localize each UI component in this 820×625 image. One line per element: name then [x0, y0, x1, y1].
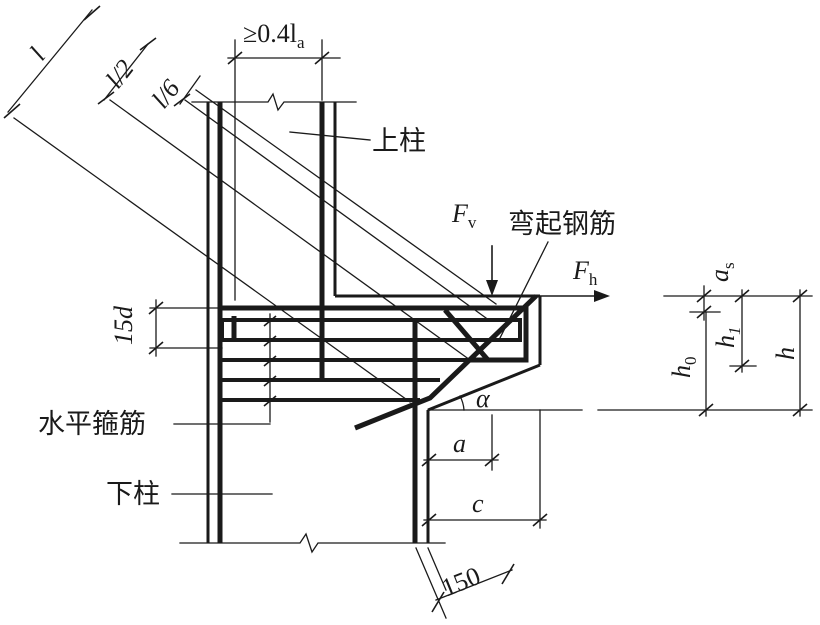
force-horizontal: Fh — [539, 256, 610, 302]
force-vertical-arrow — [486, 280, 498, 296]
dim-c-label: c — [472, 489, 484, 518]
dim-a-label: a — [453, 429, 466, 458]
anchorage-length-label: ≥0.4la — [243, 19, 305, 52]
dim-l-half-label: l/2 — [100, 54, 140, 93]
dim-c: c — [421, 409, 548, 529]
force-horizontal-label: Fh — [572, 256, 598, 289]
dim-heights: as h0 h1 h — [597, 262, 813, 417]
corbel-main-bar — [222, 305, 529, 363]
dim-15d: 15d — [109, 299, 223, 357]
horizontal-stirrup-label: 水平箍筋 — [38, 409, 146, 440]
bent-up-bar-lower — [354, 294, 538, 431]
dim-l-label: l — [24, 42, 51, 66]
bent-up-bar-upper — [443, 308, 490, 362]
force-vertical-label: Fv — [451, 199, 477, 232]
dim-h1-label: h1 — [711, 327, 744, 349]
dim-l-set: l l/2 l/6 — [3, 5, 201, 119]
column-longitudinal-bars — [217, 102, 418, 543]
dim-h0-label: h0 — [667, 357, 700, 379]
dim-a: a — [421, 414, 500, 471]
angle-alpha-label: α — [476, 384, 491, 413]
bent-bar-leader — [499, 241, 549, 339]
dim-l-line — [7, 9, 93, 113]
bent-bar-label: 弯起钢筋 — [508, 209, 616, 240]
dim-stirrup-spacing — [263, 313, 277, 423]
dim-h-label: h — [771, 347, 800, 360]
upper-column-leader — [289, 131, 371, 141]
lower-column-label: 下柱 — [106, 479, 160, 510]
dim-l-half-line — [103, 43, 149, 101]
lower-break-line — [179, 532, 446, 554]
corbel-sloped-face — [427, 363, 541, 412]
dim-150: 150 — [415, 547, 515, 619]
dim-as-label: as — [705, 262, 738, 282]
upper-column-label: 上柱 — [372, 126, 426, 157]
force-vertical: Fv — [451, 199, 498, 296]
column-outline — [179, 92, 542, 554]
inclined-line-l — [13, 117, 411, 403]
stirrup-1 — [220, 318, 522, 342]
angle-arc — [459, 395, 465, 411]
dim-15d-label: 15d — [109, 305, 138, 345]
dim-anchorage: ≥0.4la — [227, 19, 341, 301]
inclined-line-top — [195, 89, 497, 305]
horizontal-stirrups — [220, 318, 522, 402]
force-horizontal-arrow — [594, 290, 610, 302]
dim-l-sixth-label: l/6 — [146, 74, 186, 113]
upper-break-line — [191, 92, 357, 112]
inclined-line-l-half — [109, 99, 471, 361]
